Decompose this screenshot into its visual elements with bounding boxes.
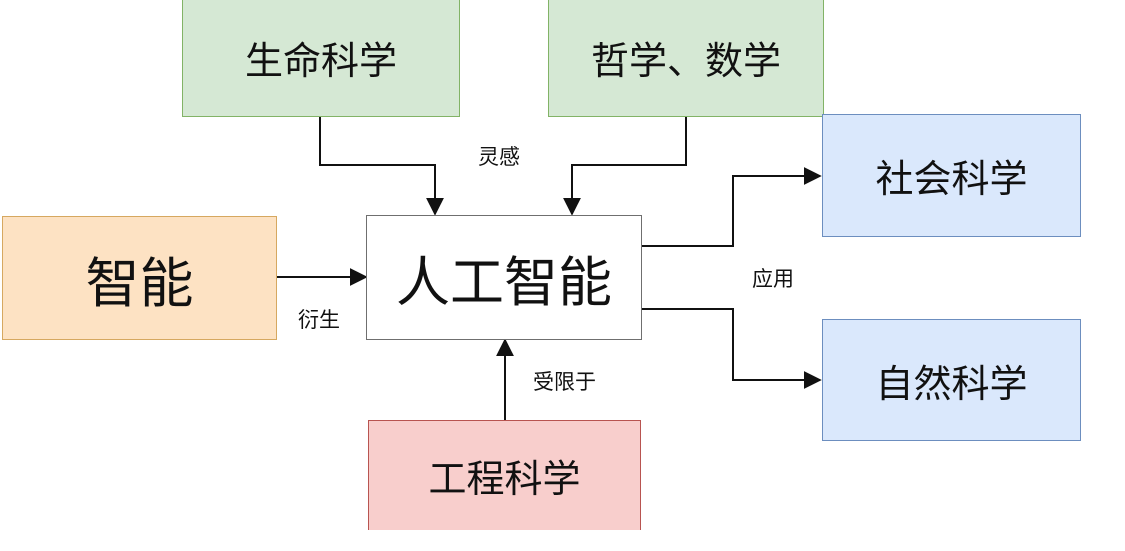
node-life-science: 生命科学 <box>182 0 460 117</box>
node-intelligence: 智能 <box>2 216 277 340</box>
node-natural-science: 自然科学 <box>822 319 1081 441</box>
node-philosophy-math: 哲学、数学 <box>548 0 824 117</box>
edge-label-application: 应用 <box>752 267 794 291</box>
edge-label-inspiration: 灵感 <box>478 145 520 169</box>
node-natural-science-label: 自然科学 <box>875 361 1028 406</box>
arrow-life-to-ai <box>319 117 444 216</box>
node-social-science: 社会科学 <box>822 114 1081 237</box>
node-engineering-science: 工程科学 <box>368 420 641 530</box>
arrow-ai-to-social <box>642 167 822 247</box>
node-ai-label: 人工智能 <box>396 251 612 314</box>
node-social-science-label: 社会科学 <box>875 157 1028 201</box>
node-life-science-label: 生命科学 <box>244 39 397 83</box>
edge-label-derivation: 衍生 <box>298 308 340 332</box>
arrow-ai-to-natural <box>642 308 822 389</box>
node-philosophy-math-label: 哲学、数学 <box>590 39 781 83</box>
node-engineering-science-label: 工程科学 <box>428 457 581 501</box>
node-intelligence-label: 智能 <box>85 251 194 315</box>
arrow-philosophy-to-ai <box>563 117 687 216</box>
node-artificial-intelligence: 人工智能 <box>366 215 642 340</box>
edge-label-limited-by: 受限于 <box>533 370 596 394</box>
